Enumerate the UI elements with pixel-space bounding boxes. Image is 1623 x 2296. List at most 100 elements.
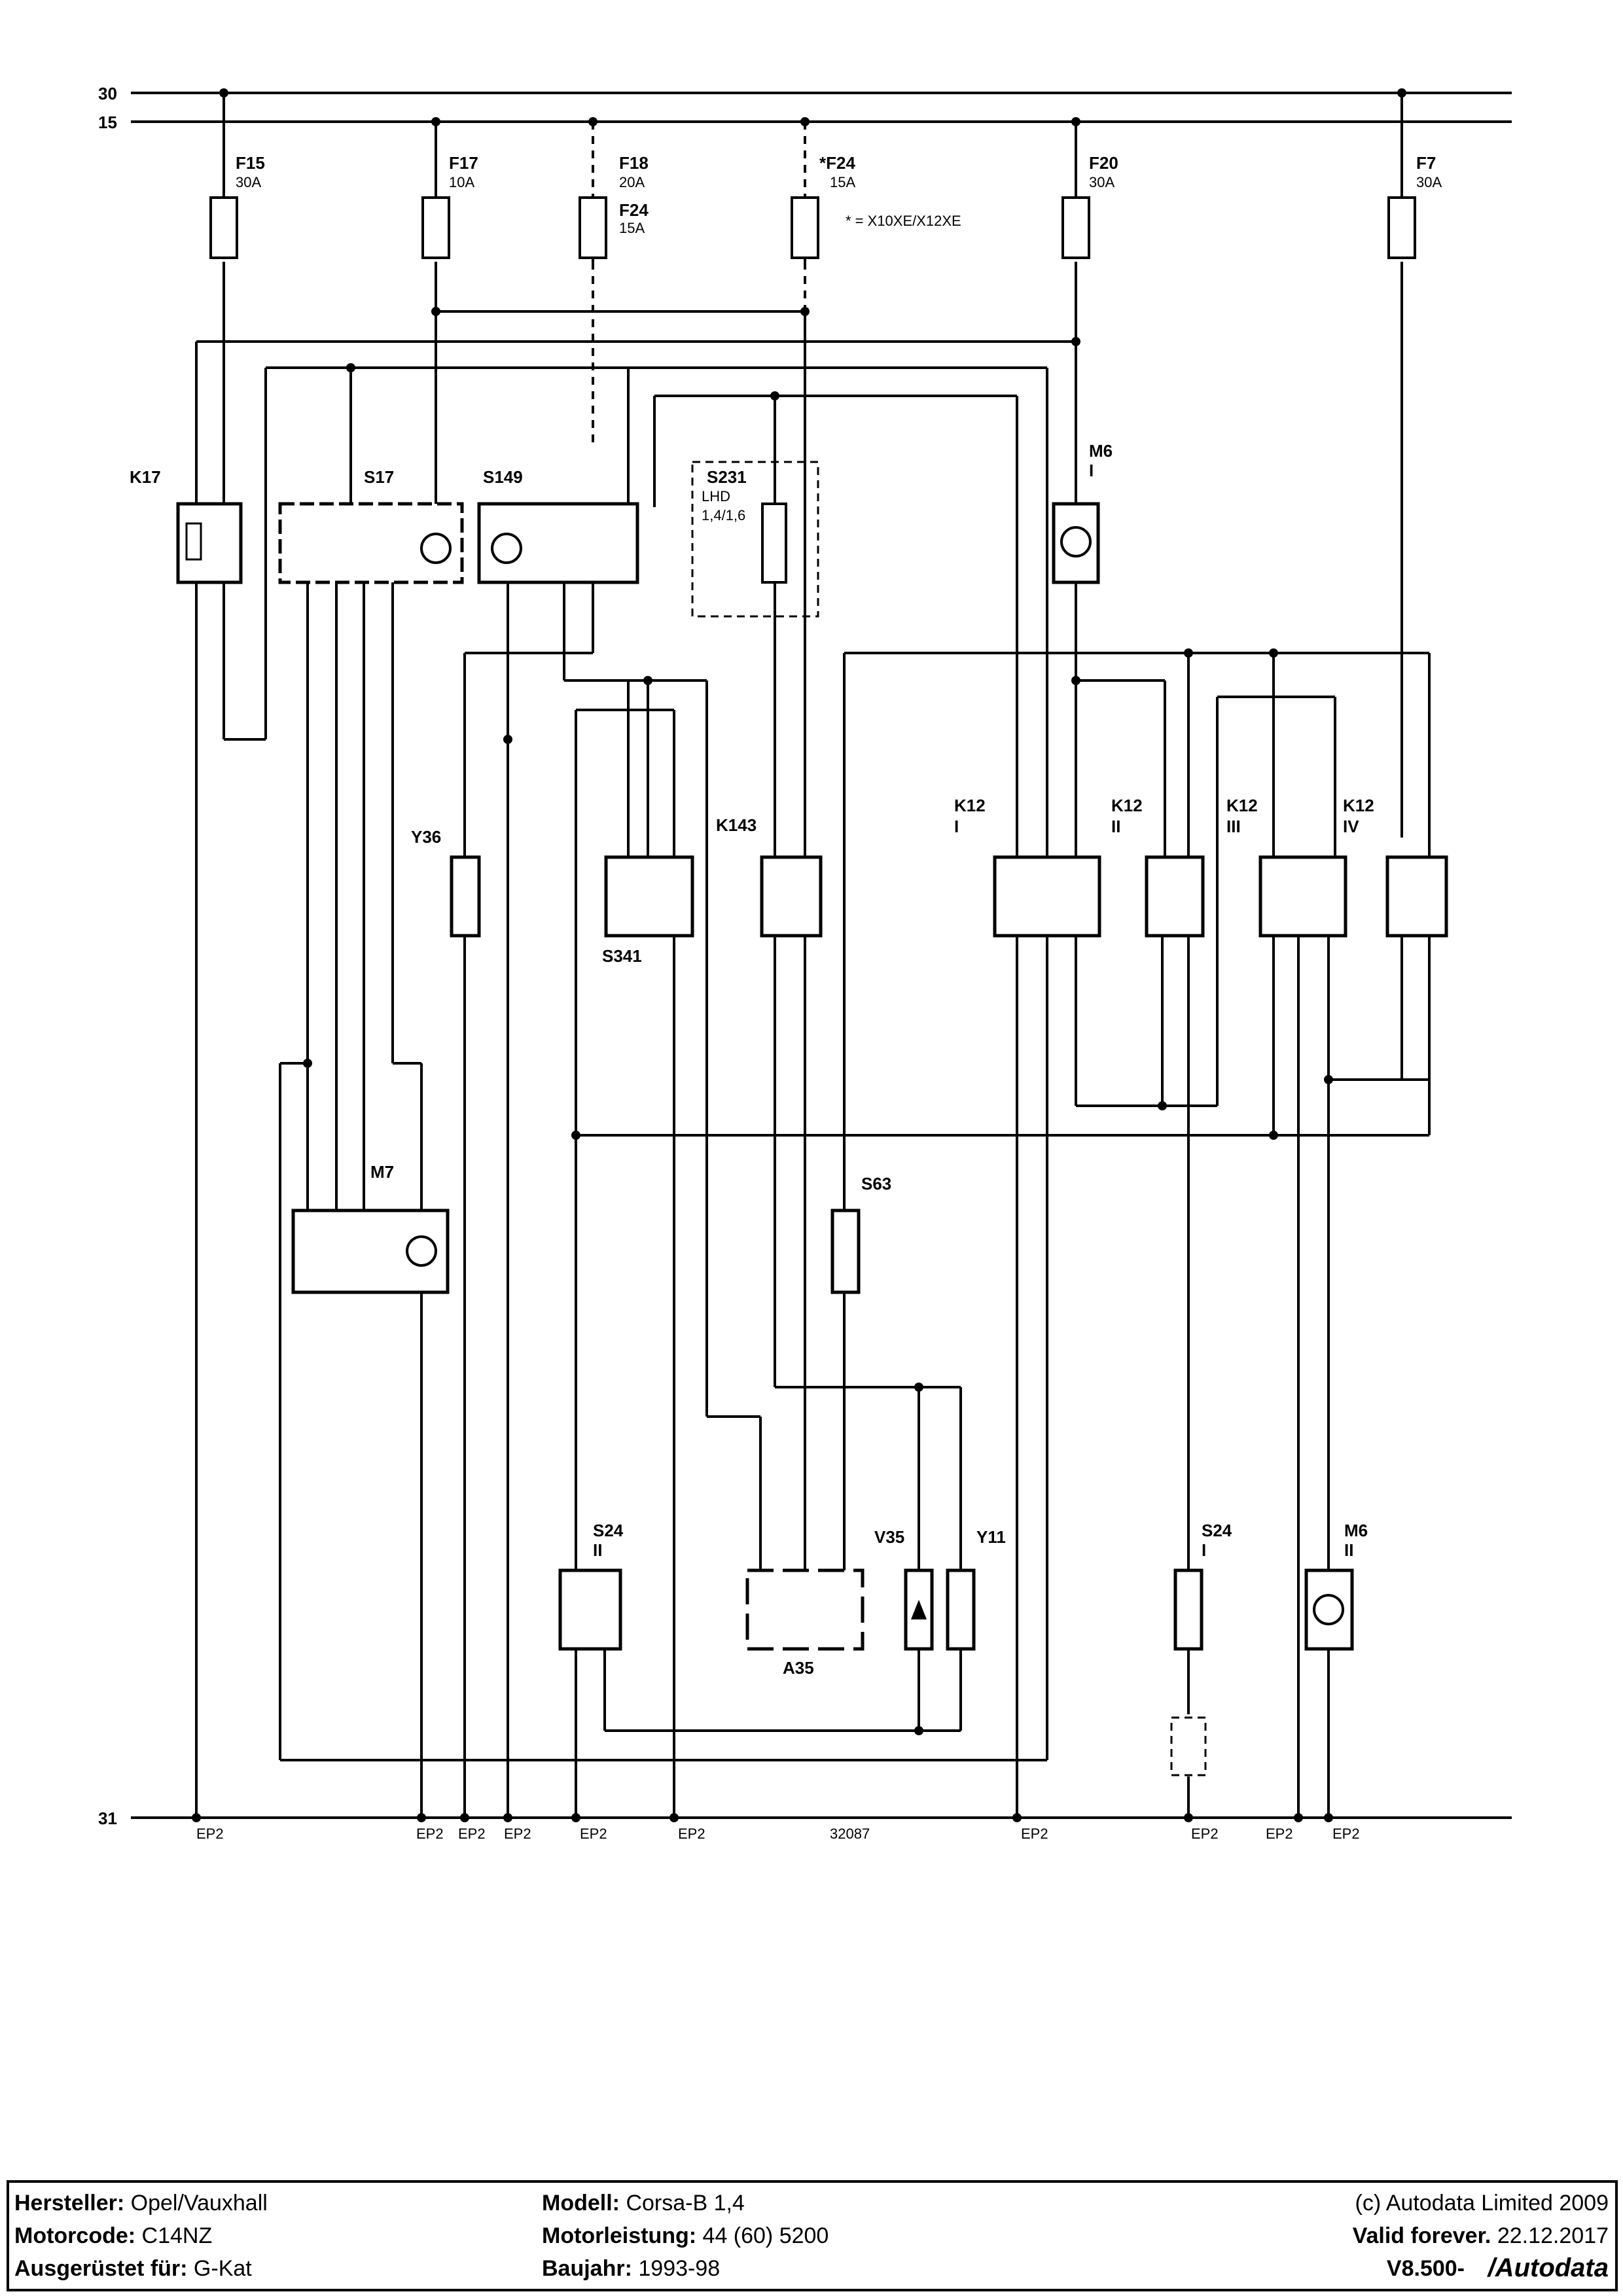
ground-label: EP2	[678, 1826, 705, 1842]
y36-label: Y36	[411, 827, 441, 847]
validity-row: Valid forever. 22.12.2017	[1352, 2223, 1609, 2248]
rail-31-label: 31	[98, 1809, 117, 1828]
ground-label: EP2	[1266, 1826, 1293, 1842]
k12-ii-label: K12	[1111, 796, 1143, 815]
manufacturer-value: Opel/Vauxhall	[130, 2191, 268, 2216]
m6-i-sub: I	[1089, 461, 1094, 480]
version: V8.500-	[1386, 2256, 1465, 2281]
s24-i-label: S24	[1202, 1521, 1232, 1540]
fuse-f24-rating: 15A	[830, 174, 855, 190]
m6-i-label: M6	[1089, 441, 1113, 461]
m7-label: M7	[370, 1162, 394, 1182]
k12-ii-relay-icon	[1145, 855, 1205, 938]
k12-iv-label: K12	[1343, 796, 1374, 815]
s24-i-sub: I	[1202, 1540, 1206, 1560]
ground-label: EP2	[458, 1826, 486, 1842]
fuse-f20-rating: 30A	[1089, 174, 1115, 190]
fuse-note: * = X10XE/X12XE	[846, 213, 961, 229]
k143-relay-icon	[760, 855, 823, 938]
a35-label: A35	[783, 1658, 814, 1678]
ground-label: EP2	[1332, 1826, 1360, 1842]
equipped-value: G-Kat	[193, 2256, 252, 2281]
m6-i-motor-icon	[1052, 502, 1100, 584]
manufacturer-row: Hersteller: Opel/Vauxhall	[14, 2191, 268, 2216]
s231-sub2: 1,4/1,6	[702, 507, 745, 523]
power-value: 44 (60) 5200	[702, 2223, 829, 2248]
fuse-f17-rating: 10A	[449, 174, 474, 190]
equipped-row: Ausgerüstet für: G-Kat	[14, 2256, 252, 2281]
autodata-logo: /Autodata	[1488, 2253, 1609, 2282]
k12-i-label: K12	[954, 796, 986, 815]
wiring-diagram: 30 15 31 F15 30A F17 10A F18 20A	[98, 84, 1512, 1842]
ground-label: EP2	[504, 1826, 531, 1842]
y11-valve-icon	[946, 1568, 976, 1651]
ground-label: EP2	[1021, 1826, 1048, 1842]
s24-i-connector-icon	[1170, 1716, 1207, 1776]
y11-label: Y11	[976, 1527, 1006, 1547]
fuse-f20-label: F20	[1089, 153, 1118, 173]
m6-ii-label: M6	[1344, 1521, 1368, 1540]
s341-label: S341	[602, 946, 642, 966]
ground-code: 32087	[830, 1826, 870, 1842]
s231-switch-outline	[691, 461, 819, 618]
k12-i-relay-icon	[993, 855, 1101, 938]
fuse-f7-icon	[1387, 196, 1416, 259]
fuse-f15-label: F15	[236, 153, 265, 173]
rails	[131, 92, 1512, 1819]
s231-sub1: LHD	[702, 488, 730, 504]
m6-ii-sub: II	[1344, 1540, 1353, 1560]
engine-value: C14NZ	[141, 2223, 213, 2248]
s149-switch-icon	[477, 502, 639, 584]
fuse-f7-rating: 30A	[1416, 174, 1442, 190]
ground-label: EP2	[416, 1826, 444, 1842]
s149-label: S149	[483, 467, 523, 487]
engine-row: Motorcode: C14NZ	[14, 2223, 213, 2248]
fuse-f24-alt-label: F24	[619, 200, 649, 220]
power-row: Motorleistung: 44 (60) 5200	[542, 2223, 829, 2248]
v35-label: V35	[874, 1527, 904, 1547]
year-row: Baujahr: 1993-98	[542, 2256, 721, 2281]
m7-motor-icon	[291, 1209, 450, 1294]
s17-label: S17	[364, 467, 394, 487]
k12-i-sub: I	[954, 817, 959, 836]
s63-switch-icon	[830, 1209, 861, 1294]
s24-ii-sub: II	[593, 1540, 602, 1560]
k12-iii-label: K12	[1226, 796, 1258, 815]
ground-label: EP2	[196, 1826, 224, 1842]
fuse-f24-label: *F24	[819, 153, 855, 173]
fuse-f15-rating: 30A	[236, 174, 261, 190]
k12-iv-sub: IV	[1343, 817, 1359, 836]
s231-label: S231	[707, 467, 747, 487]
k12-ii-sub: II	[1111, 817, 1120, 836]
k12-iii-sub: III	[1226, 817, 1241, 836]
k12-iii-relay-icon	[1258, 855, 1347, 938]
fuse-f24-icon	[791, 196, 819, 259]
model-value: Corsa-B 1,4	[626, 2191, 745, 2216]
s63-label: S63	[861, 1174, 891, 1193]
s341-switch-icon	[604, 855, 694, 938]
distribution-wires	[195, 310, 1431, 1570]
fuse-f18-rating: 20A	[619, 174, 645, 190]
k12-iv-relay-icon	[1385, 855, 1448, 938]
s24-i-switch-icon	[1173, 1568, 1204, 1651]
copyright: (c) Autodata Limited 2009	[1355, 2191, 1609, 2216]
fuse-f20-icon	[1061, 196, 1090, 259]
lower-wires	[195, 582, 1431, 1818]
ground-label: EP2	[1191, 1826, 1219, 1842]
year-value: 1993-98	[638, 2256, 721, 2281]
s24-ii-switch-icon	[558, 1568, 622, 1651]
y36-valve-icon	[450, 855, 481, 938]
fuse-f17-label: F17	[449, 153, 478, 173]
fuse-f24-alt-rating: 15A	[619, 220, 645, 236]
a35-module-icon	[745, 1568, 865, 1651]
model-row: Modell: Corsa-B 1,4	[542, 2191, 745, 2216]
rail-30-label: 30	[98, 84, 117, 103]
rail-15-label: 15	[98, 113, 117, 132]
s24-ii-label: S24	[593, 1521, 624, 1540]
k143-label: K143	[716, 815, 757, 835]
fuse-f18-icon	[579, 196, 607, 259]
valid-date: 22.12.2017	[1497, 2223, 1609, 2248]
k17-relay-icon	[176, 502, 243, 584]
title-block: Hersteller: Opel/Vauxhall Motorcode: C14…	[7, 2180, 1618, 2291]
k17-label: K17	[130, 467, 161, 487]
